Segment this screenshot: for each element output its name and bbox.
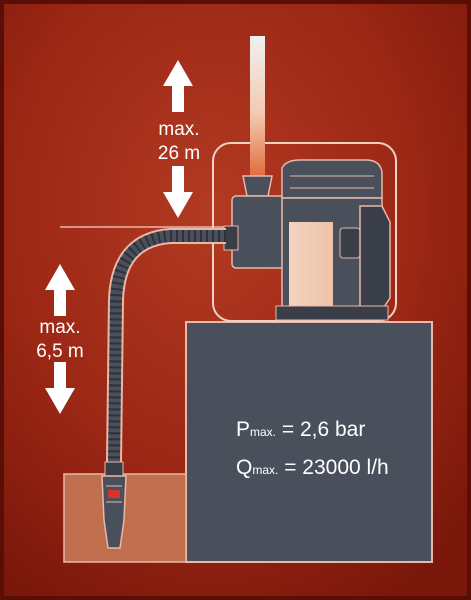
flow-spec: Qmax. = 23000 l/h [236, 456, 389, 480]
pressure-symbol: P [236, 418, 251, 441]
suction-height-value: 6,5 m [36, 341, 84, 362]
pressure-value: = 2,6 bar [276, 418, 366, 441]
flow-subscript: max. [252, 463, 279, 477]
pump-foot [275, 305, 389, 321]
up-arrow-icon [45, 264, 75, 316]
suction-height-label: max. 6,5 m [26, 316, 94, 364]
down-arrow-icon [163, 166, 193, 218]
delivery-height-label: max. 26 m [145, 118, 213, 166]
delivery-pipe [250, 36, 265, 178]
motor-cover [281, 159, 383, 199]
hose-coupling [104, 461, 124, 477]
delivery-pipe-connector [242, 175, 273, 197]
motor-switch [339, 227, 361, 259]
flow-symbol: Q [236, 456, 253, 479]
up-arrow-icon [163, 60, 193, 112]
suction-height-prefix: max. [39, 317, 81, 338]
flow-value: = 23000 l/h [278, 456, 389, 479]
pressure-spec: Pmax. = 2,6 bar [236, 418, 365, 442]
pump-housing [231, 195, 285, 269]
motor-panel [289, 222, 333, 306]
delivery-height-prefix: max. [158, 119, 200, 140]
pump-stand [185, 321, 433, 563]
down-arrow-icon [45, 362, 75, 414]
pressure-subscript: max. [250, 425, 277, 439]
delivery-height-value: 26 m [157, 143, 201, 164]
motor-fan-cap [359, 205, 391, 311]
pump-inlet [223, 225, 239, 251]
